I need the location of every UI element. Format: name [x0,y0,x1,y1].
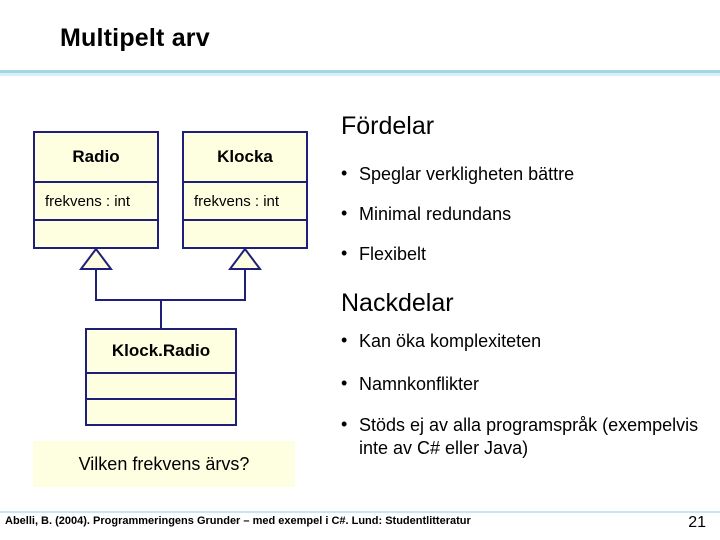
uml-class-name: Radio [35,133,157,183]
uml-class-klockradio: Klock.Radio [85,328,237,426]
slide-number: 21 [688,514,706,531]
title-divider-top [0,70,720,73]
list-item-label: Speglar verkligheten bättre [359,164,575,184]
bullet-marker-icon: • [341,203,348,223]
list-item: • Namnkonflikter [341,373,701,396]
list-item-label: Namnkonflikter [359,374,480,394]
uml-class-name: Klocka [184,133,306,183]
uml-class-attribute: frekvens : int [184,183,306,221]
uml-class-klocka: Klocka frekvens : int [182,131,308,249]
section-heading-fordelar: Fördelar [341,112,435,140]
bullet-marker-icon: • [341,414,348,434]
question-callout: Vilken frekvens ärvs? [33,441,295,487]
title-divider-bottom [0,73,720,76]
bullet-marker-icon: • [341,163,348,183]
list-item-label: Stöds ej av alla programspråk (exempelvi… [359,415,699,459]
list-item: • Minimal redundans [341,203,701,226]
uml-class-operations [87,400,235,426]
list-item-label: Minimal redundans [359,204,512,224]
footer-divider [0,511,720,513]
uml-class-radio: Radio frekvens : int [33,131,159,249]
uml-class-operations [35,221,157,247]
list-item-label: Kan öka komplexiteten [359,331,542,351]
uml-class-attributes [87,374,235,400]
list-item: • Kan öka komplexiteten [341,330,701,353]
uml-class-attribute: frekvens : int [35,183,157,221]
bullet-marker-icon: • [341,373,348,393]
uml-class-name: Klock.Radio [87,330,235,374]
footer-citation: Abelli, B. (2004). Programmeringens Grun… [5,515,471,527]
section-heading-nackdelar: Nackdelar [341,289,454,317]
uml-class-operations [184,221,306,247]
list-item: • Stöds ej av alla programspråk (exempel… [341,414,713,460]
list-item-label: Flexibelt [359,244,427,264]
bullet-marker-icon: • [341,330,348,350]
list-item: • Flexibelt [341,243,701,266]
bullet-marker-icon: • [341,243,348,263]
page-title: Multipelt arv [60,24,210,52]
list-item: • Speglar verkligheten bättre [341,163,701,186]
